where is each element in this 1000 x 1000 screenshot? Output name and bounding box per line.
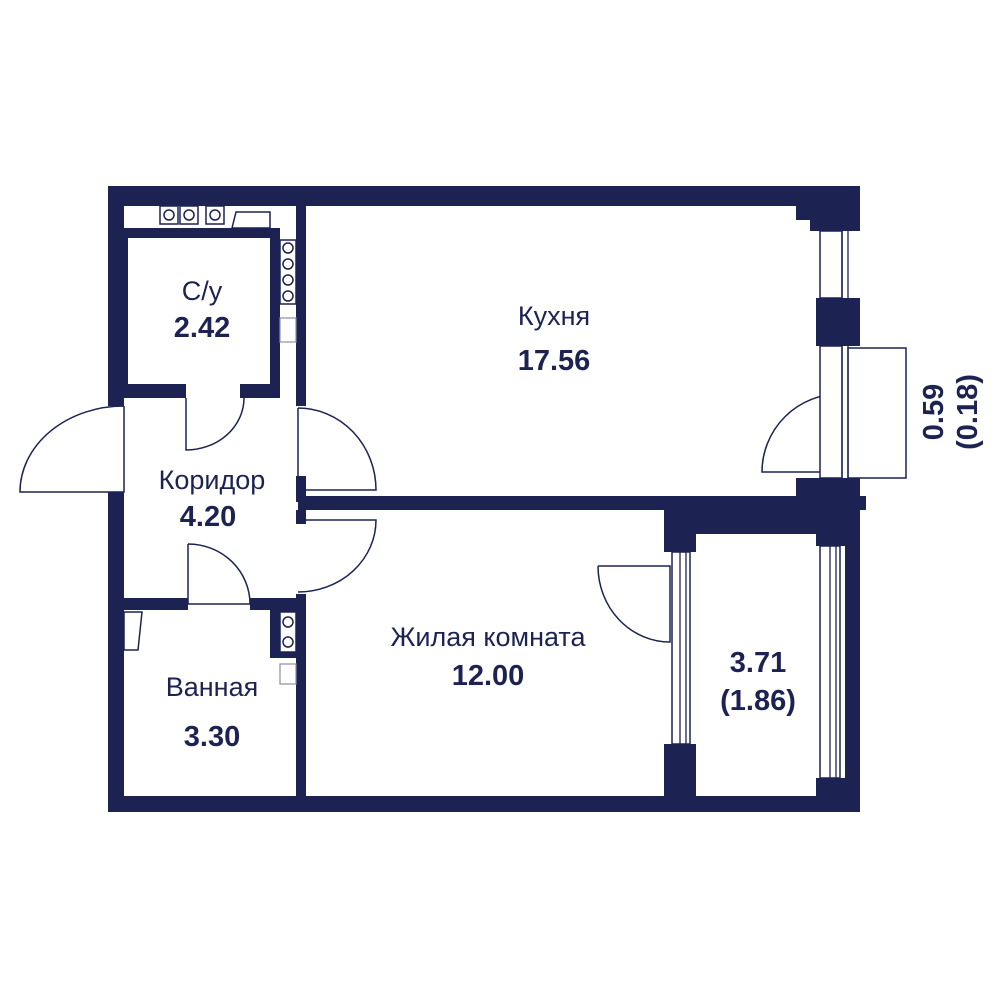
living-room-area: 12.00	[452, 660, 525, 692]
bathroom-small-area: 2.42	[174, 312, 230, 344]
outer-walls	[108, 186, 866, 812]
bathroom-area: 3.30	[184, 721, 240, 753]
balcony-area-reduced: (0.18)	[952, 374, 984, 450]
fixtures	[123, 205, 297, 685]
loggia-area: 3.71	[730, 647, 786, 679]
kitchen-label: Кухня	[518, 301, 590, 331]
loggia-area-reduced: (1.86)	[720, 685, 796, 717]
bathroom-small-label: С/у	[182, 276, 223, 306]
kitchen-area: 17.56	[518, 345, 591, 377]
living-room-label: Жилая комната	[390, 622, 586, 652]
bathroom-label: Ванная	[166, 672, 258, 702]
balcony-area: 0.59	[918, 384, 950, 440]
corridor-label: Коридор	[159, 465, 266, 495]
corridor-area: 4.20	[180, 501, 236, 533]
interior-walls	[124, 206, 306, 804]
balcony-outline	[847, 347, 907, 479]
doors	[19, 393, 841, 643]
windows	[671, 230, 849, 779]
